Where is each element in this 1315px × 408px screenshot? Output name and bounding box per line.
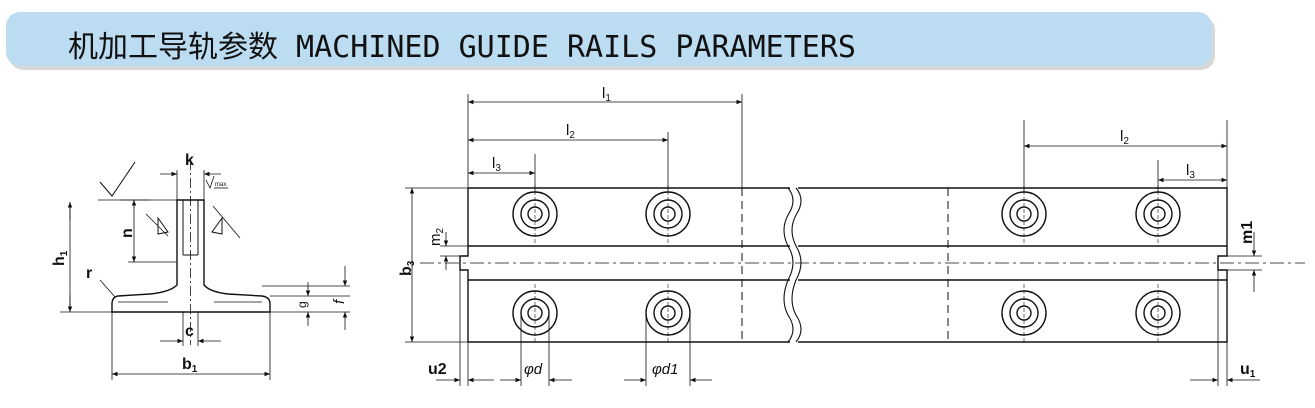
label-c: c [185,323,194,340]
plan-view-labels: l1 l2 l3 l2 l3 b3 m2 m1 u2 φd φd1 u1 [398,85,1256,380]
title-banner: 机加工导轨参数 MACHINED GUIDE RAILS PARAMETERS [6,12,1212,66]
label-b3: b3 [398,260,417,276]
roughness-symbol-left [157,216,169,235]
label-g: g [295,301,309,308]
rail-left-outline [459,187,790,343]
roughness-symbol-top [99,161,136,197]
label-m1: m1 [1239,221,1256,244]
rail-right-outline [798,187,1228,343]
section-view [60,160,350,380]
label-phi-d1: φd1 [652,361,678,378]
label-n: n [119,228,136,238]
label-h1: h1 [51,250,70,266]
label-m2: m2 [427,228,446,247]
break-line-right [791,187,802,343]
page-title: 机加工导轨参数 MACHINED GUIDE RAILS PARAMETERS [68,30,856,65]
label-r: r [86,265,92,282]
mounting-holes [512,191,1181,336]
label-b1: b1 [182,356,198,375]
plan-view [405,94,1305,386]
label-max: max [215,182,226,188]
label-l2-right: l2 [1120,128,1129,147]
section-view-labels: k max n h1 r g f c b1 [51,152,348,375]
label-u2: u2 [428,361,447,378]
label-f: f [331,298,348,304]
break-line-left [783,187,794,343]
label-l3-left: l3 [492,155,501,174]
label-l2-left: l2 [566,122,575,141]
label-k: k [185,152,194,169]
label-l1: l1 [602,85,611,104]
roughness-symbol-right [211,216,223,235]
roughness-symbol-small [205,175,215,190]
label-l3-right: l3 [1186,162,1195,181]
label-phi-d: φd [524,361,543,378]
label-u1: u1 [1240,361,1256,380]
t-profile-outline [111,199,271,313]
